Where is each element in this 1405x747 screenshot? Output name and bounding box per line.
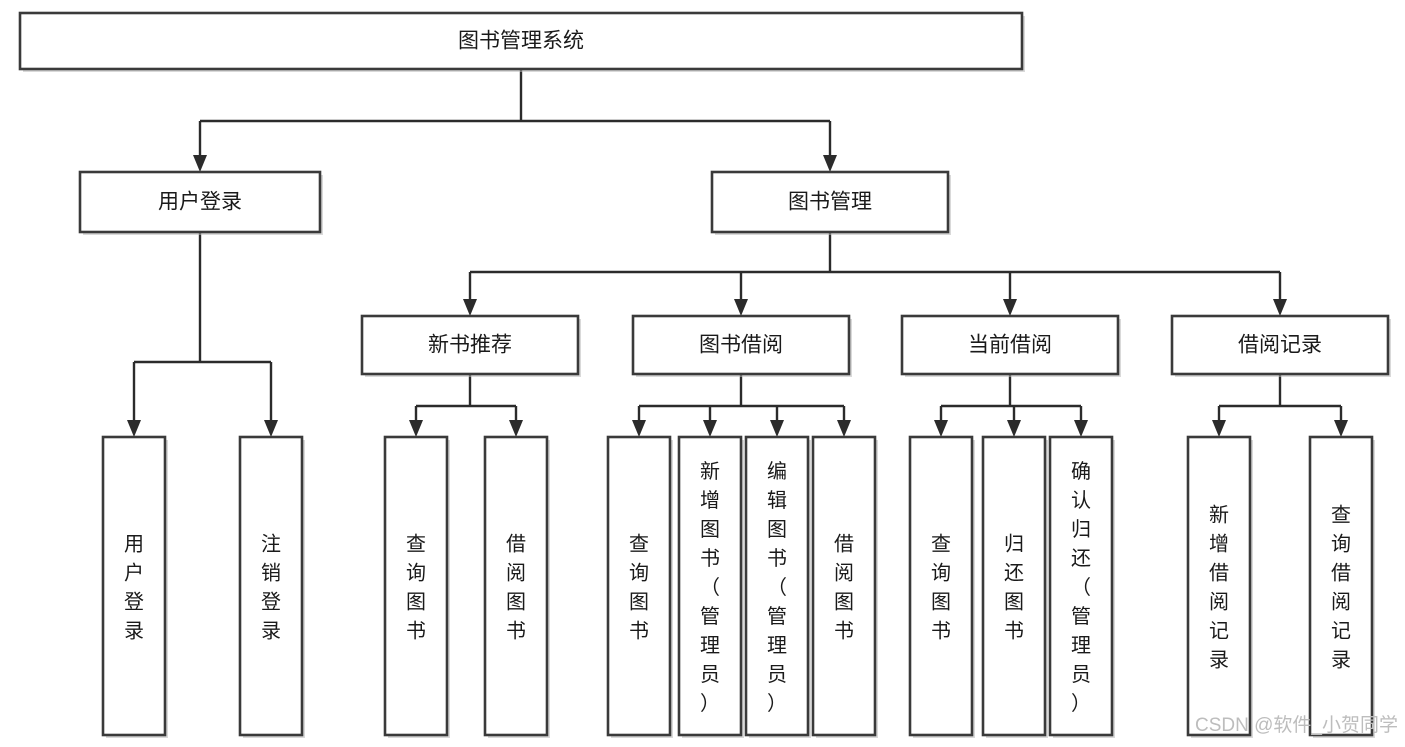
node-leaf-user-logout-label: 注销登录 — [261, 533, 281, 643]
arrow-to-leaf-query-book-2 — [632, 420, 646, 437]
arrow-to-leaf-add-book — [703, 420, 717, 437]
arrow-to-leaf-confirm-return — [1074, 420, 1088, 437]
csdn-watermark: CSDN @软件_小贺同学 — [1195, 714, 1398, 736]
node-leaf-query-record-label: 查询借阅记录 — [1331, 504, 1351, 672]
node-user-login-label: 用户登录 — [158, 191, 242, 214]
node-new-book-rec-label: 新书推荐 — [428, 334, 512, 357]
node-leaf-user-login-label: 用户登录 — [124, 534, 144, 643]
node-leaf-add-record-label: 新增借阅记录 — [1209, 504, 1229, 672]
arrow-to-book-borrow — [734, 299, 748, 316]
node-leaf-add-book-label: 新增图书（管理员） — [700, 460, 720, 715]
arrow-to-leaf-add-record — [1212, 420, 1226, 437]
node-leaf-borrow-book-1-label: 借阅图书 — [506, 533, 526, 643]
node-book-borrow-box[interactable] — [631, 314, 851, 376]
node-root-box[interactable] — [18, 11, 1024, 71]
node-borrow-record-label: 借阅记录 — [1238, 334, 1322, 357]
node-leaf-add-book-box[interactable] — [677, 435, 743, 737]
labels-layer: 图书管理系统用户登录图书管理新书推荐图书借阅当前借阅借阅记录用户登录注销登录查询… — [124, 30, 1351, 716]
node-leaf-user-logout-box[interactable] — [238, 435, 304, 737]
arrow-to-leaf-return-book — [1007, 420, 1021, 437]
node-leaf-query-book-1-box[interactable] — [383, 435, 449, 737]
node-leaf-return-book-label: 归还图书 — [1004, 533, 1024, 643]
node-leaf-add-record-box[interactable] — [1186, 435, 1252, 737]
node-leaf-query-book-3-label: 查询图书 — [931, 533, 951, 643]
arrow-to-leaf-query-book-1 — [409, 420, 423, 437]
arrow-to-leaf-query-record — [1334, 420, 1348, 437]
node-leaf-edit-book-box[interactable] — [744, 435, 810, 737]
arrow-to-current-borrow — [1003, 299, 1017, 316]
node-borrow-record-box[interactable] — [1170, 314, 1390, 376]
node-leaf-edit-book-label: 编辑图书（管理员） — [767, 460, 787, 715]
node-user-login-box[interactable] — [78, 170, 322, 234]
arrow-to-leaf-borrow-book-1 — [509, 420, 523, 437]
node-leaf-query-book-2-label: 查询图书 — [629, 533, 649, 643]
arrow-to-leaf-borrow-book-2 — [837, 420, 851, 437]
arrow-to-leaf-user-login — [127, 420, 141, 437]
node-book-borrow-label: 图书借阅 — [699, 334, 783, 357]
arrow-to-user-login — [193, 155, 207, 172]
node-leaf-confirm-return-label: 确认归还（管理员） — [1071, 460, 1091, 715]
node-current-borrow-box[interactable] — [900, 314, 1120, 376]
node-leaf-borrow-book-1-box[interactable] — [483, 435, 549, 737]
arrow-to-leaf-query-book-3 — [934, 420, 948, 437]
node-leaf-query-book-2-box[interactable] — [606, 435, 672, 737]
node-book-manage-label: 图书管理 — [788, 191, 872, 214]
node-leaf-borrow-book-2-label: 借阅图书 — [834, 533, 854, 643]
arrow-to-borrow-record — [1273, 299, 1287, 316]
node-leaf-return-book-box[interactable] — [981, 435, 1047, 737]
connectors-layer — [127, 69, 1348, 437]
arrow-to-leaf-user-logout — [264, 420, 278, 437]
node-leaf-query-book-3-box[interactable] — [908, 435, 974, 737]
node-leaf-user-login-box[interactable] — [101, 435, 167, 737]
node-root-label: 图书管理系统 — [458, 30, 584, 53]
node-leaf-query-book-1-label: 查询图书 — [406, 533, 426, 643]
node-leaf-query-record-box[interactable] — [1308, 435, 1374, 737]
arrow-to-new-book-rec — [463, 299, 477, 316]
node-book-manage-box[interactable] — [710, 170, 950, 234]
arrow-to-leaf-edit-book — [770, 420, 784, 437]
node-leaf-borrow-book-2-box[interactable] — [811, 435, 877, 737]
boxes-layer — [18, 11, 1391, 738]
node-leaf-confirm-return-box[interactable] — [1048, 435, 1114, 737]
arrow-to-book-manage — [823, 155, 837, 172]
node-new-book-rec-box[interactable] — [360, 314, 580, 376]
node-current-borrow-label: 当前借阅 — [968, 334, 1052, 357]
